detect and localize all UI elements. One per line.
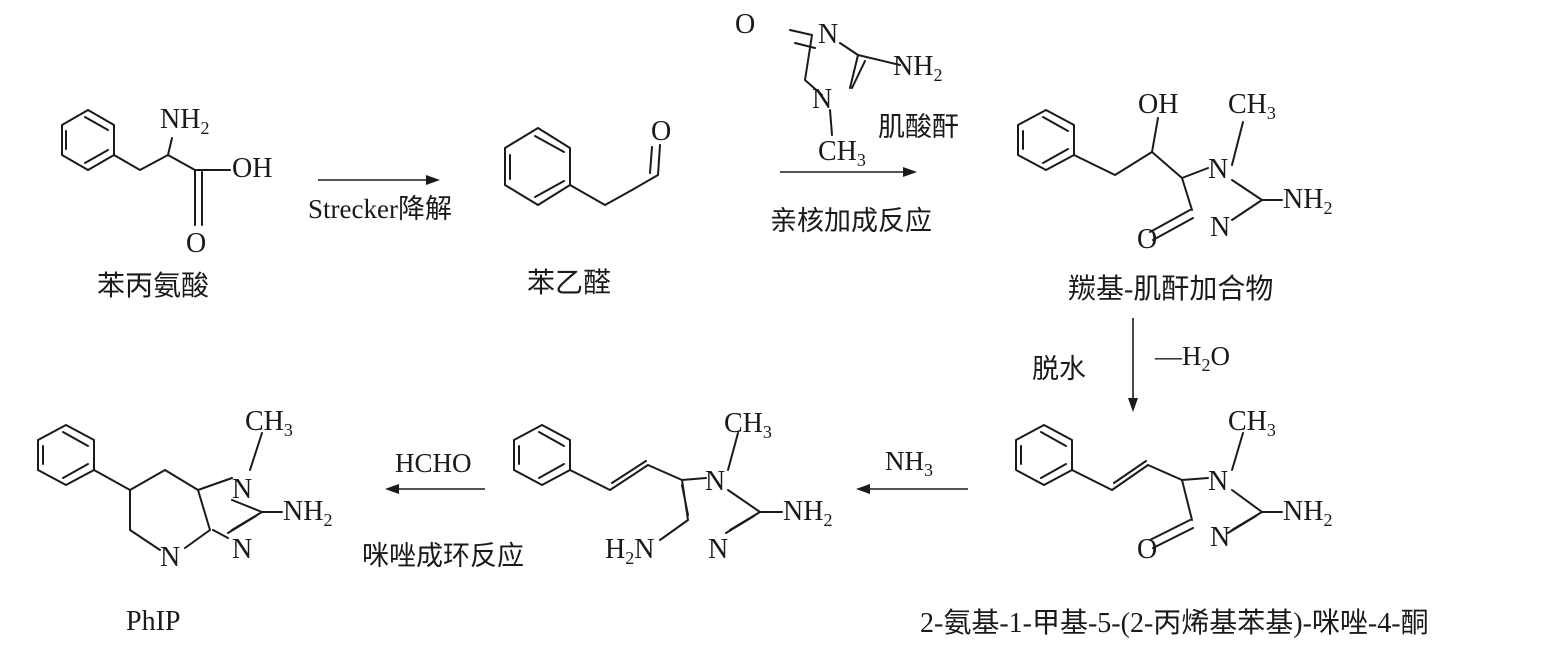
- hydroxy-chain: [1073, 117, 1283, 241]
- fused-ring-bonds: [93, 432, 283, 551]
- formaldehyde-arrow: [385, 484, 485, 494]
- adduct-hydroxyl-label: OH: [1138, 89, 1178, 120]
- benzene-ring: [37, 424, 95, 486]
- creatinine-oxygen-label: O: [735, 9, 755, 40]
- adduct-ring-nitrogen-3: N: [1210, 212, 1230, 243]
- phip-nitrogen-1: N: [232, 474, 252, 505]
- phenylalanine-label: 苯丙氨酸: [97, 270, 209, 302]
- strecker-arrow: [318, 175, 440, 185]
- phenylacetaldehyde-structure: O: [504, 116, 671, 206]
- ammonia-arrow: [856, 484, 968, 494]
- aminoimidazole-nitrogen-1: N: [705, 466, 725, 497]
- cyclization-condition: 咪唑成环反应: [362, 541, 524, 571]
- carbonyl-creatinine-adduct-structure: OH CH3 N N NH2 O: [1017, 89, 1332, 255]
- creatinine-imine-nitrogen: N: [818, 19, 838, 50]
- adduct-ring-nitrogen-1: N: [1208, 154, 1228, 185]
- imidazolone-nitrogen-3: N: [1210, 522, 1230, 553]
- dehydration-arrow: [1128, 318, 1138, 412]
- aminoimidazole-amino-label: NH2: [783, 496, 832, 530]
- nucleophilic-addition-condition: 亲核加成反应: [770, 206, 932, 236]
- imidazolone-label: 2-氨基-1-甲基-5-(2-丙烯基苯基)-咪唑-4-酮: [920, 607, 1429, 639]
- strecker-condition: Strecker降解: [308, 194, 452, 224]
- vinyl-linker: [569, 432, 783, 541]
- minus-water-label: —H2O: [1154, 341, 1230, 375]
- aminoimidazole-structure: CH3 N N NH2 H2N: [513, 408, 832, 568]
- aminoimidazole-h2n-label: H2N: [605, 534, 654, 568]
- creatinine-label: 肌酸酐: [878, 112, 959, 142]
- creatinine-structure: O N N NH2 CH3: [735, 9, 942, 170]
- phip-nitrogen-3: N: [232, 534, 252, 565]
- formaldehyde-condition: HCHO: [395, 448, 472, 478]
- nucleophilic-addition-arrow: [780, 167, 917, 177]
- aminoimidazole-methyl-label: CH3: [724, 408, 772, 442]
- imidazolone-ring: [789, 29, 901, 136]
- phenylalanine-structure: NH2 OH O: [61, 104, 272, 259]
- creatinine-ring-nitrogen: N: [812, 84, 832, 115]
- benzene-ring: [1015, 424, 1073, 486]
- phenylacetaldehyde-label: 苯乙醛: [527, 267, 611, 299]
- phip-methyl-label: CH3: [245, 406, 293, 440]
- adduct-methyl-label: CH3: [1228, 89, 1276, 123]
- benzene-ring: [1017, 109, 1075, 171]
- amino-group-label: NH2: [160, 104, 209, 138]
- benzene-ring: [504, 127, 571, 206]
- phip-structure: CH3 N N N NH2: [37, 406, 332, 573]
- imidazolone-carbonyl-oxygen: O: [1137, 534, 1157, 565]
- imidazolone-structure: CH3 N N NH2 O: [1015, 406, 1332, 565]
- aldehyde-chain: [569, 144, 661, 206]
- creatinine-methyl-label: CH3: [818, 136, 866, 170]
- adduct-carbonyl-oxygen: O: [1137, 224, 1157, 255]
- aldehyde-oxygen-label: O: [651, 116, 671, 147]
- phip-label: PhIP: [126, 606, 180, 637]
- imidazolone-amino-label: NH2: [1283, 496, 1332, 530]
- phip-amino-label: NH2: [283, 496, 332, 530]
- side-chain-bonds: [113, 137, 231, 226]
- phip-pyridine-nitrogen: N: [160, 542, 180, 573]
- benzene-ring: [61, 109, 115, 171]
- benzene-ring: [513, 424, 571, 486]
- vinyl-linker: [1071, 432, 1283, 549]
- hydroxyl-label: OH: [232, 153, 272, 184]
- aminoimidazole-nitrogen-3: N: [708, 534, 728, 565]
- imidazolone-nitrogen-1: N: [1208, 466, 1228, 497]
- adduct-amino-label: NH2: [1283, 184, 1332, 218]
- carbonyl-oxygen-label: O: [186, 228, 206, 259]
- creatinine-amino-label: NH2: [893, 51, 942, 85]
- imidazolone-methyl-label: CH3: [1228, 406, 1276, 440]
- ammonia-condition: NH3: [885, 446, 933, 480]
- carbonyl-creatinine-adduct-label: 羰基-肌酐加合物: [1068, 273, 1273, 305]
- dehydration-condition: 脱水: [1032, 354, 1086, 384]
